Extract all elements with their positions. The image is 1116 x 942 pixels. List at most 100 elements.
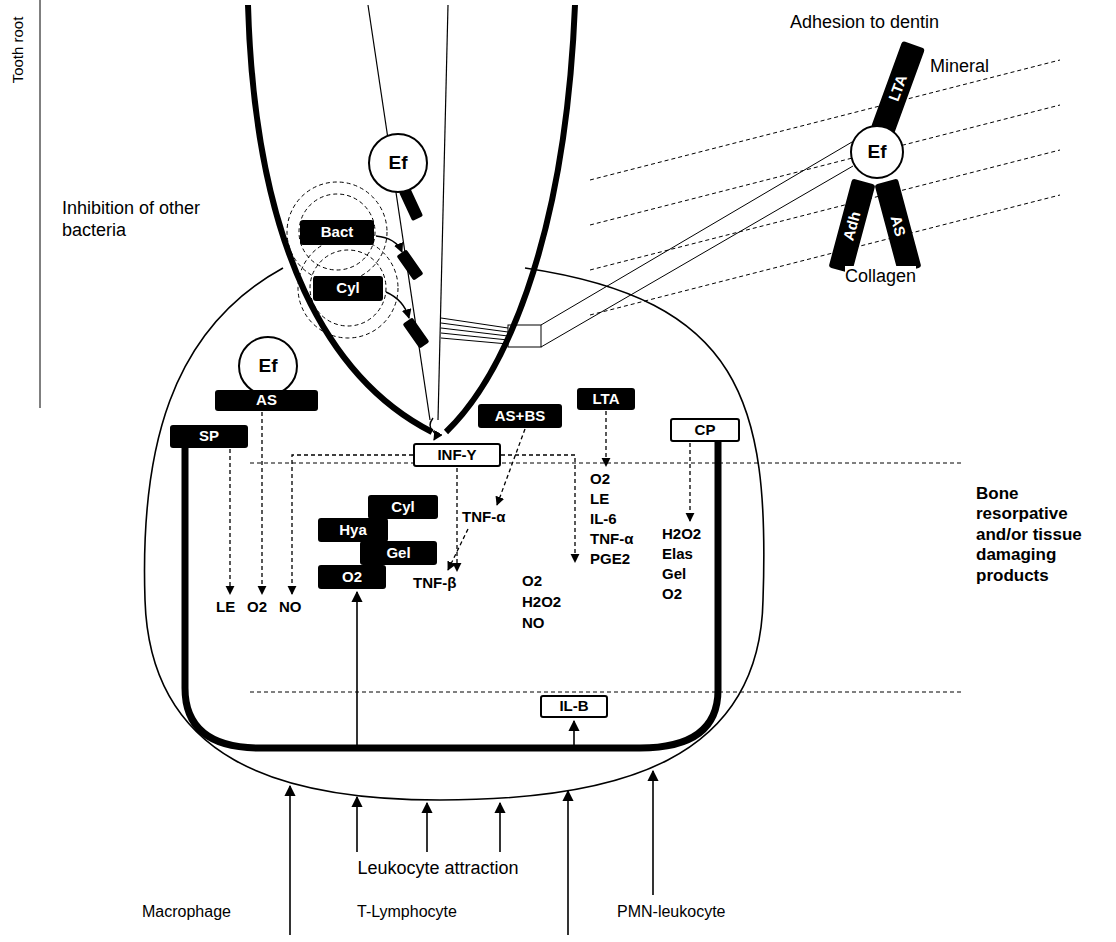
factor-box: LTA xyxy=(577,388,635,410)
bacterium-circle: Ef xyxy=(850,125,904,179)
attraction-arrow xyxy=(567,791,569,935)
factor-box: AS xyxy=(215,390,318,411)
product-label: IL-6 xyxy=(590,510,617,528)
dentin-line xyxy=(590,60,1060,180)
factor-box: Cyl xyxy=(313,276,383,301)
product-label: Gel xyxy=(662,565,686,583)
node-text: AS+BS xyxy=(495,408,545,425)
host-factor-box: CP xyxy=(670,418,740,442)
product-label: O2 xyxy=(522,572,542,590)
tubule-line xyxy=(441,323,508,332)
axis-line xyxy=(40,0,41,408)
node-text: LTA xyxy=(593,391,620,408)
node-text: Adh xyxy=(840,210,863,242)
induction-arrow xyxy=(456,468,457,571)
node-text: CP xyxy=(695,422,716,439)
product-label: TNF-α xyxy=(462,508,505,526)
root-wall xyxy=(248,5,432,432)
annotation: Inhibition of other bacteria xyxy=(62,198,242,241)
induction-arrow xyxy=(501,455,575,562)
tubule-line xyxy=(441,338,508,344)
adhesin-bar: LTA xyxy=(871,41,925,136)
node-text: Ef xyxy=(259,356,278,377)
annotation: Leukocyte attraction xyxy=(357,858,518,880)
induction-arrow xyxy=(605,411,606,466)
node-text: Gel xyxy=(386,545,410,562)
annotation: Collagen xyxy=(845,266,916,288)
cell-label: Macrophage xyxy=(142,902,231,921)
product-label: TNF-α xyxy=(590,530,633,548)
product-label: O2 xyxy=(247,598,267,616)
zoom-line xyxy=(541,142,852,325)
product-label: O2 xyxy=(590,470,610,488)
node-text: AS xyxy=(887,214,908,238)
tubule-line xyxy=(441,318,508,328)
dentin-line xyxy=(590,105,1060,225)
product-label: O2 xyxy=(662,585,682,603)
inhibition-zone xyxy=(299,194,375,270)
product-label: Elas xyxy=(662,545,693,563)
inhibition-zone xyxy=(287,182,387,282)
factor-box: O2 xyxy=(318,565,386,589)
attraction-arrow xyxy=(573,721,575,745)
host-factor-box: IL-B xyxy=(540,695,608,718)
factor-box: Bact xyxy=(300,220,374,245)
node-text: AS xyxy=(256,392,277,409)
attraction-arrow xyxy=(289,786,291,935)
node-text: INF-Y xyxy=(437,447,476,464)
adhesin-bar: Adh xyxy=(829,178,876,273)
release-arrow xyxy=(376,236,402,252)
annotation: Adhesion to dentin xyxy=(790,12,939,34)
node-text: Ef xyxy=(868,142,887,163)
attraction-arrow xyxy=(356,592,358,745)
induction-arrow xyxy=(497,429,525,505)
attraction-arrow xyxy=(652,771,654,895)
factor-box: AS+BS xyxy=(478,404,562,428)
product-label: NO xyxy=(279,598,302,616)
node-text: Ef xyxy=(389,153,408,174)
induction-arrow xyxy=(448,529,468,570)
node-text: Bact xyxy=(321,224,354,241)
host-factor-box: INF-Y xyxy=(413,443,501,467)
node-text: LTA xyxy=(886,73,911,104)
zoom-line xyxy=(541,166,853,347)
annotation: Mineral xyxy=(930,56,989,78)
cell-label: T-Lymphocyte xyxy=(357,902,457,921)
node-text: IL-B xyxy=(559,698,588,715)
apex-arrow xyxy=(430,418,435,440)
toxin-bar xyxy=(396,249,423,280)
root-canal xyxy=(438,5,448,420)
zoom-frame xyxy=(508,325,541,347)
node-text: Cyl xyxy=(391,499,414,516)
factor-box: SP xyxy=(170,425,248,448)
attraction-arrow xyxy=(426,803,428,852)
inhibition-zone xyxy=(310,250,386,326)
product-label: PGE2 xyxy=(590,550,630,568)
factor-box: Cyl xyxy=(368,495,438,519)
product-label: H2O2 xyxy=(662,525,701,543)
tubule-line xyxy=(441,328,508,336)
product-label: LE xyxy=(590,490,609,508)
bacterium-circle: Ef xyxy=(368,133,428,193)
dentin-line xyxy=(590,150,1060,270)
product-label: NO xyxy=(522,614,545,632)
factor-box: Gel xyxy=(360,541,437,565)
product-label: TNF-β xyxy=(413,574,456,592)
zone-label: Bone resorpative and/or tissue damaging … xyxy=(976,484,1106,586)
toxin-bar xyxy=(402,317,429,348)
attraction-arrow xyxy=(356,797,358,852)
cell-label: PMN-leukocyte xyxy=(617,902,725,921)
node-text: O2 xyxy=(342,569,362,586)
induction-arrow xyxy=(261,412,262,594)
inhibition-zone xyxy=(298,238,398,338)
release-arrow xyxy=(386,292,409,318)
lesion-wall xyxy=(185,442,718,748)
lesion-outline xyxy=(144,268,763,800)
root-canal xyxy=(368,5,430,420)
induction-arrow xyxy=(292,455,413,594)
node-text: Cyl xyxy=(336,280,359,297)
axis-label: Tooth root xyxy=(9,17,27,84)
product-label: H2O2 xyxy=(522,593,561,611)
